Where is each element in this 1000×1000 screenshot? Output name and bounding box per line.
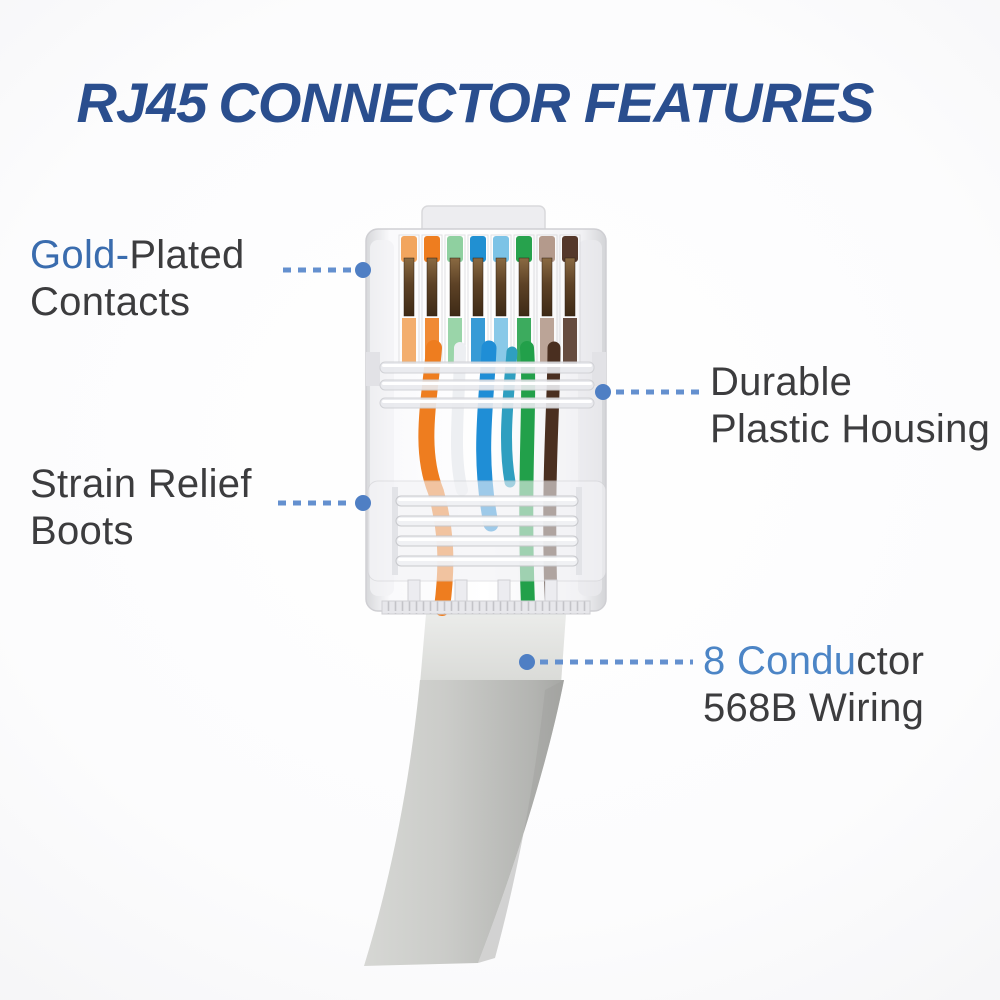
conductor-wires [418,340,561,616]
callout-line: Gold-Plated [30,232,245,279]
leader-housing [595,384,701,400]
callout-line: Contacts [30,280,191,324]
strain-relief-ribs [367,480,607,582]
callout-8-conductor-wiring: 8 Conductor 568B Wiring [703,638,924,732]
housing-bottom-edge [381,579,591,615]
latch-tab [421,205,546,239]
callout-rest-text: Plated [129,233,245,277]
callout-gold-plated-contacts: Gold-Plated Contacts [30,232,245,326]
leader-conductor [519,654,693,670]
leader-gold-plated [283,262,371,278]
callout-line: 8 Conductor [703,638,924,685]
leader-strain [278,495,371,511]
rj45-connector-illustration [364,205,607,966]
callout-durable-plastic-housing: Durable Plastic Housing [710,359,990,453]
cable [364,614,566,966]
callout-line: Plastic Housing [710,407,991,451]
callout-accent-text: 8 Condu [703,639,857,683]
callout-strain-relief-boots: Strain Relief Boots [30,461,252,555]
gold-contacts [398,234,581,366]
callout-line: Boots [30,509,134,553]
callout-line: Strain Relief [30,462,252,506]
callout-rest-text: ctor [856,639,925,683]
callout-line: 568B Wiring [703,686,925,730]
title-brand: RJ45 [76,71,208,134]
title-rest: CONNECTOR FEATURES [218,71,874,134]
callout-line: Durable [710,360,853,404]
housing-cross-bars [379,361,595,409]
connector-housing [365,228,607,612]
callout-accent-text: Gold- [30,233,130,277]
